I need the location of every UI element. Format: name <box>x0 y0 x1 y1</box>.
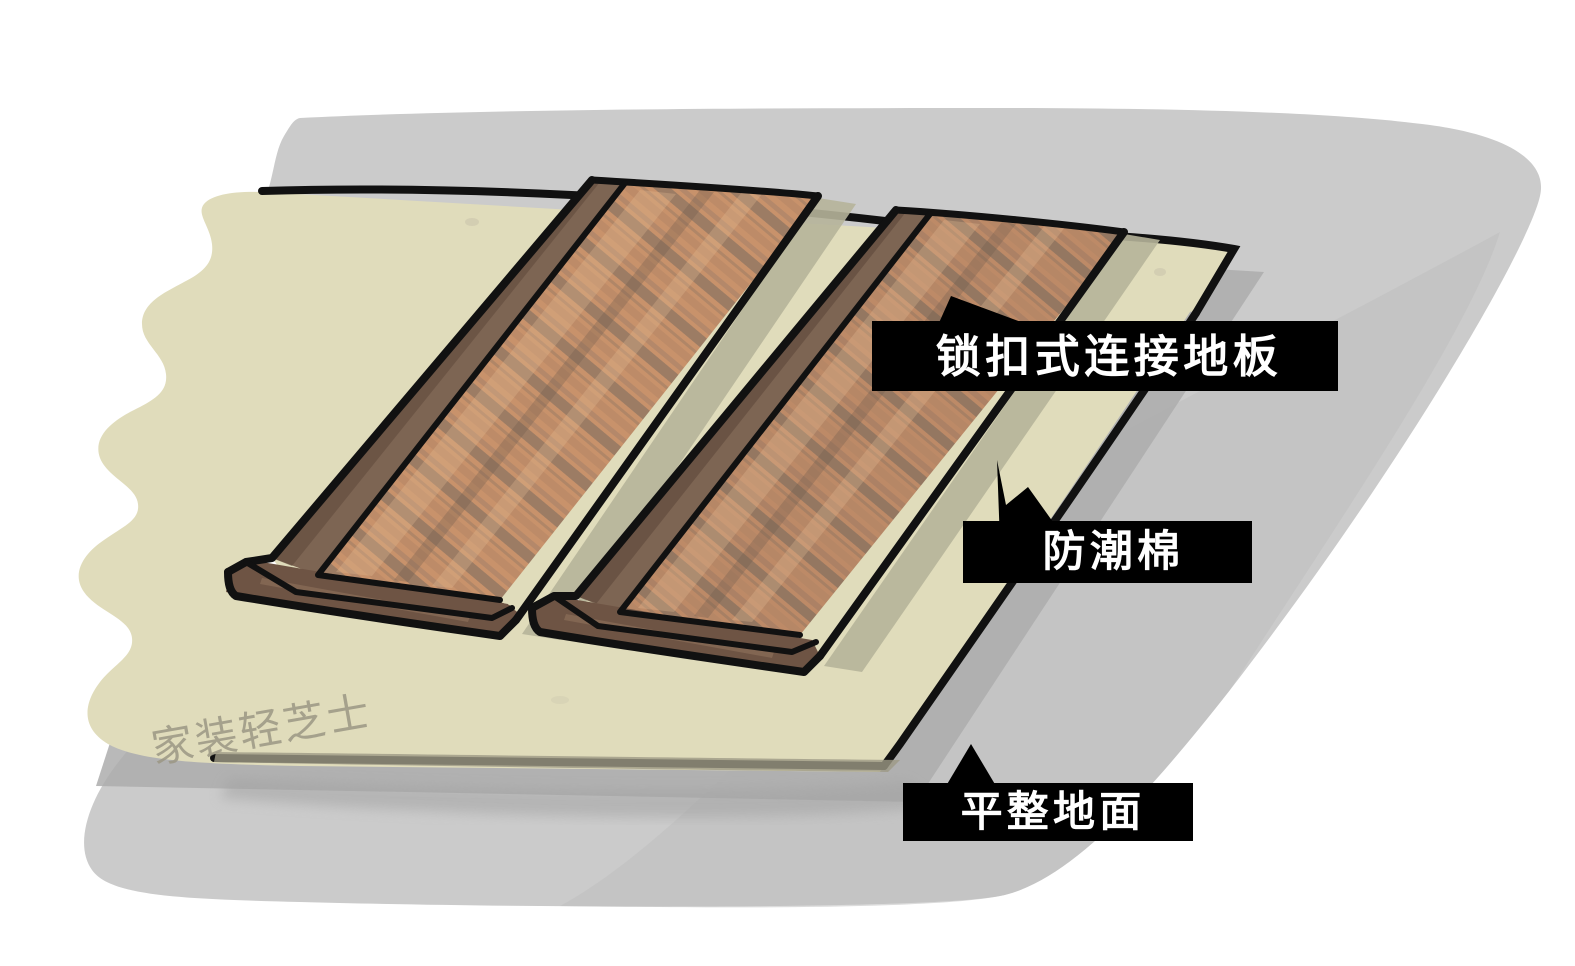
plank-right-outline-front-top <box>551 593 819 655</box>
plank-right-outline-bevel <box>528 206 900 612</box>
plank-left <box>224 176 856 640</box>
underlay-ground-shadow <box>220 778 940 818</box>
plank-right-outline-front <box>528 604 824 676</box>
underlay-speck <box>465 218 479 226</box>
plank-right-outline-top <box>892 206 1128 236</box>
plank-left-top-face <box>318 183 816 600</box>
plank-left-outline-top <box>588 176 822 200</box>
plank-right-outline-bevel-inner <box>617 211 933 638</box>
plank-left-outline-right <box>512 192 822 624</box>
plank-right-outline-right <box>816 228 1128 660</box>
plank-left-outline-bevel-inner <box>315 180 628 603</box>
callout-label-floorboard: 锁扣式连接地板 <box>872 321 1338 391</box>
underlay-speck <box>1154 268 1166 276</box>
plank-left-bevel-shade <box>272 180 600 566</box>
underlay-speck <box>551 696 569 704</box>
plank-left-outline-bevel <box>224 176 596 576</box>
arrow-subfloor-icon <box>946 744 996 786</box>
plank-left-outline-front-top <box>243 559 515 621</box>
underlay-thickness-shadow <box>214 752 900 772</box>
plank-left-outline-front <box>224 568 520 640</box>
plank-left-shadow <box>522 198 856 640</box>
callout-label-subfloor: 平整地面 <box>903 783 1193 841</box>
plank-right-bevel-shade <box>576 210 906 604</box>
callout-label-underlay: 防潮棉 <box>963 521 1252 583</box>
